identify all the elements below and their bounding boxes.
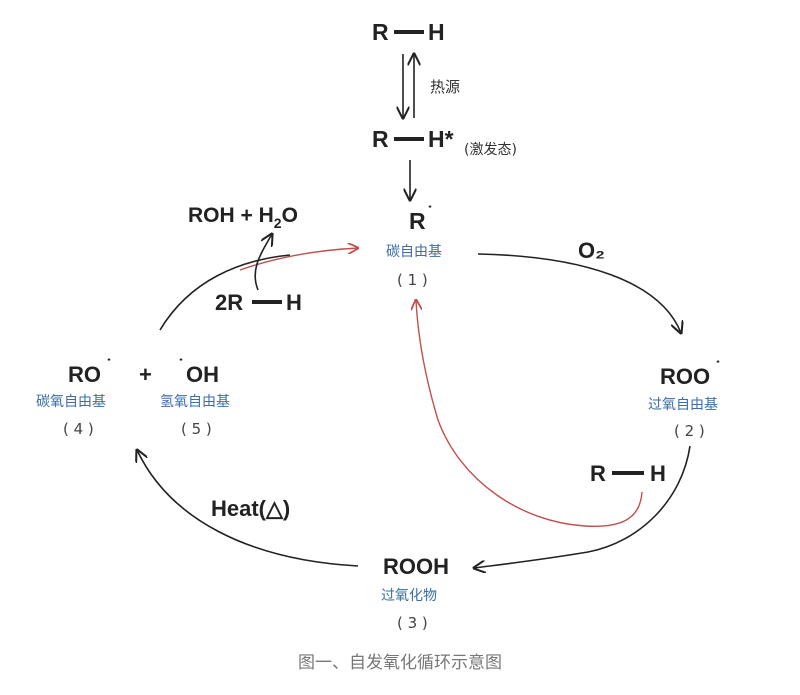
hydroperoxide-formula: ROOH [383, 554, 449, 579]
hydroperoxide-number: ( 3 ) [397, 614, 428, 632]
rh-right-r: R [590, 461, 606, 486]
rh-top-h: H [428, 19, 445, 45]
products-o: O [282, 204, 298, 227]
rh-molecule-right: R H [590, 461, 666, 486]
hydroxyl-radical-dot: ˙ [178, 356, 184, 376]
peroxy-radical-name: 过氧自由基 [648, 396, 718, 413]
hydroxyl-radical-node: ˙ OH 氢氧自由基 ( 5 ) [160, 356, 230, 438]
hydroxyl-radical-number: ( 5 ) [181, 420, 212, 438]
radical-regeneration-arrow [416, 300, 643, 527]
alkoxy-radical-name: 碳氧自由基 [36, 393, 106, 410]
heat-label: Heat(△) [211, 496, 290, 521]
rh-top-r: R [372, 19, 389, 45]
products-subscript: 2 [274, 215, 282, 231]
decomposition-arrow [137, 450, 359, 567]
carbon-radical-name: 碳自由基 [386, 243, 442, 260]
rh-right-h: H [650, 461, 666, 486]
propagation-arrow-red-segment [239, 248, 358, 271]
rh-molecule-top: R H [372, 19, 445, 45]
propagation-arrow-black-segment [159, 254, 291, 331]
heat-source-label: 热源 [430, 78, 460, 96]
alkoxy-radical-formula: RO [68, 362, 101, 387]
two-rh-h: H [286, 290, 302, 315]
plus-sign: + [139, 362, 152, 387]
products-formation-arrow [254, 234, 272, 291]
rh-excited-h: H* [428, 126, 454, 152]
hydroperoxide-name: 过氧化物 [381, 588, 437, 604]
oxygenation-arrow [477, 253, 681, 333]
carbon-radical-dot: ˙ [427, 203, 433, 223]
oxygen-label: O₂ [578, 238, 605, 263]
carbon-radical-formula: R [409, 208, 426, 234]
products-node: ROH + H2O [188, 204, 298, 231]
products-formula: ROH + H2O [188, 204, 298, 231]
peroxy-radical-dot: ˙ [715, 358, 721, 378]
carbon-radical-node: R ˙ 碳自由基 ( 1 ) [386, 203, 442, 289]
hydroperoxide-node: ROOH 过氧化物 ( 3 ) [381, 554, 449, 632]
rh-excited-r: R [372, 126, 389, 152]
two-rh-r: 2R [215, 290, 243, 315]
peroxy-radical-number: ( 2 ) [674, 422, 705, 440]
h-abstraction-arrow [474, 445, 691, 568]
alkoxy-radical-number: ( 4 ) [63, 420, 94, 438]
products-roh: ROH + H [188, 204, 274, 227]
peroxy-radical-node: ROO ˙ 过氧自由基 ( 2 ) [648, 358, 721, 440]
hydroxyl-radical-name: 氢氧自由基 [160, 393, 230, 410]
alkoxy-radical-node: RO ˙ 碳氧自由基 ( 4 ) [36, 356, 112, 438]
figure-caption: 图一、自发氧化循环示意图 [298, 653, 502, 673]
hydroxyl-radical-formula: OH [186, 362, 219, 387]
carbon-radical-number: ( 1 ) [397, 271, 428, 289]
rh-excited-molecule: R H* (激发态) [372, 126, 517, 158]
peroxy-radical-formula: ROO [660, 364, 710, 389]
excited-state-label: (激发态) [464, 141, 517, 158]
two-rh-molecule: 2R H [215, 290, 302, 315]
alkoxy-radical-dot: ˙ [106, 356, 112, 376]
